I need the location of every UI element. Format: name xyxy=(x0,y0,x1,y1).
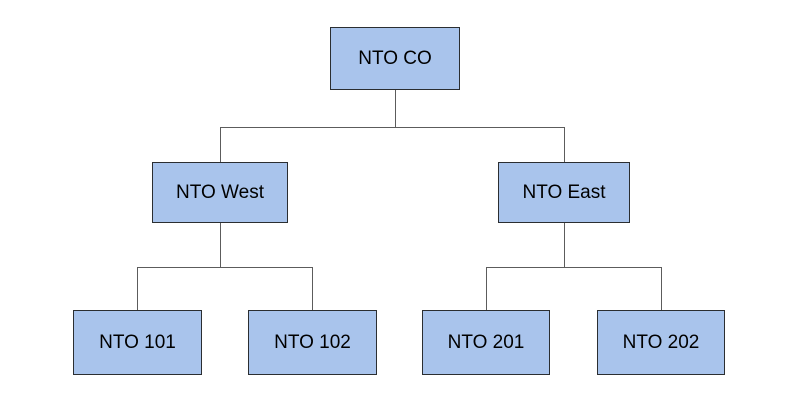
org-node-nto-201: NTO 201 xyxy=(422,310,550,375)
connector-drop-nto-101 xyxy=(137,267,138,310)
org-node-nto-east: NTO East xyxy=(498,162,630,223)
connector-root-stem xyxy=(395,90,396,127)
org-node-nto-202: NTO 202 xyxy=(597,310,725,375)
org-node-nto-co: NTO CO xyxy=(330,27,460,90)
connector-level2-crossbar xyxy=(220,127,565,128)
connector-east-crossbar xyxy=(486,267,661,268)
org-node-nto-west: NTO West xyxy=(152,162,288,223)
connector-drop-nto-201 xyxy=(486,267,487,310)
connector-west-stem xyxy=(220,223,221,267)
connector-drop-nto-202 xyxy=(661,267,662,310)
org-node-nto-101: NTO 101 xyxy=(73,310,202,375)
connector-east-stem xyxy=(564,223,565,267)
connector-drop-nto-east xyxy=(564,127,565,162)
org-node-nto-102: NTO 102 xyxy=(248,310,377,375)
connector-drop-nto-102 xyxy=(312,267,313,310)
connector-west-crossbar xyxy=(137,267,313,268)
connector-drop-nto-west xyxy=(220,127,221,162)
